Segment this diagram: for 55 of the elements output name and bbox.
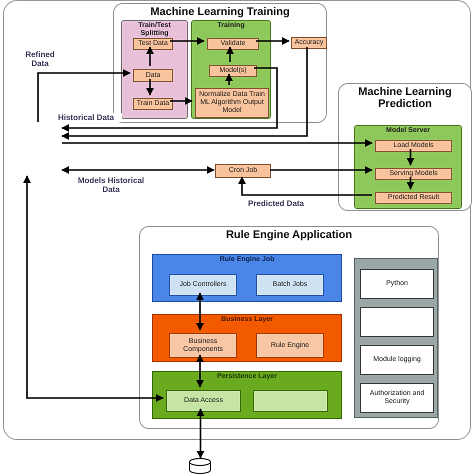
arrow <box>196 408 204 459</box>
database-cylinder <box>189 458 211 474</box>
process-box <box>169 333 237 358</box>
arrow <box>170 37 205 45</box>
group-panel <box>152 371 342 419</box>
process-box <box>209 65 257 77</box>
arrow <box>61 166 215 174</box>
arrow <box>226 46 234 62</box>
arrow <box>238 176 372 196</box>
process-box <box>133 98 173 110</box>
group-title: Machine Learning Training <box>149 6 291 18</box>
arrow <box>61 47 308 140</box>
arrow <box>256 37 290 45</box>
process-box <box>256 274 324 296</box>
arrow <box>196 292 204 331</box>
process-box <box>360 383 434 413</box>
group-panel <box>113 3 327 123</box>
arrow <box>23 175 164 402</box>
group-title: Machine Learning Prediction <box>357 86 453 110</box>
process-box <box>215 164 271 178</box>
group-title: Rule Engine Application <box>224 229 354 242</box>
arrow <box>61 67 278 132</box>
process-box <box>360 269 434 299</box>
arrow <box>170 97 193 105</box>
group-panel <box>354 258 438 418</box>
process-box <box>375 140 452 152</box>
group-panel <box>121 20 188 119</box>
blank-box <box>360 307 434 337</box>
group-panel <box>354 125 462 209</box>
outer-frame <box>3 0 471 440</box>
group-panel <box>338 83 472 211</box>
arrow <box>146 46 154 66</box>
process-box <box>375 168 452 180</box>
process-box <box>133 69 173 82</box>
process-box <box>169 274 237 296</box>
process-box <box>207 38 259 50</box>
arrow <box>270 166 373 174</box>
process-box <box>256 333 324 358</box>
arrow <box>37 69 131 122</box>
process-box <box>375 192 452 204</box>
process-box <box>166 390 241 412</box>
group-panel <box>191 20 271 119</box>
arrow <box>146 79 154 96</box>
arrow <box>62 139 373 147</box>
group-panel <box>139 226 439 429</box>
blank-box <box>253 390 328 412</box>
process-box <box>133 38 173 50</box>
arrow <box>406 177 414 190</box>
process-box <box>291 37 327 49</box>
process-box <box>360 345 434 375</box>
arrow <box>225 73 233 85</box>
arrow <box>406 149 414 166</box>
group-panel <box>152 314 342 362</box>
group-panel <box>152 254 342 302</box>
arrow <box>196 354 204 388</box>
